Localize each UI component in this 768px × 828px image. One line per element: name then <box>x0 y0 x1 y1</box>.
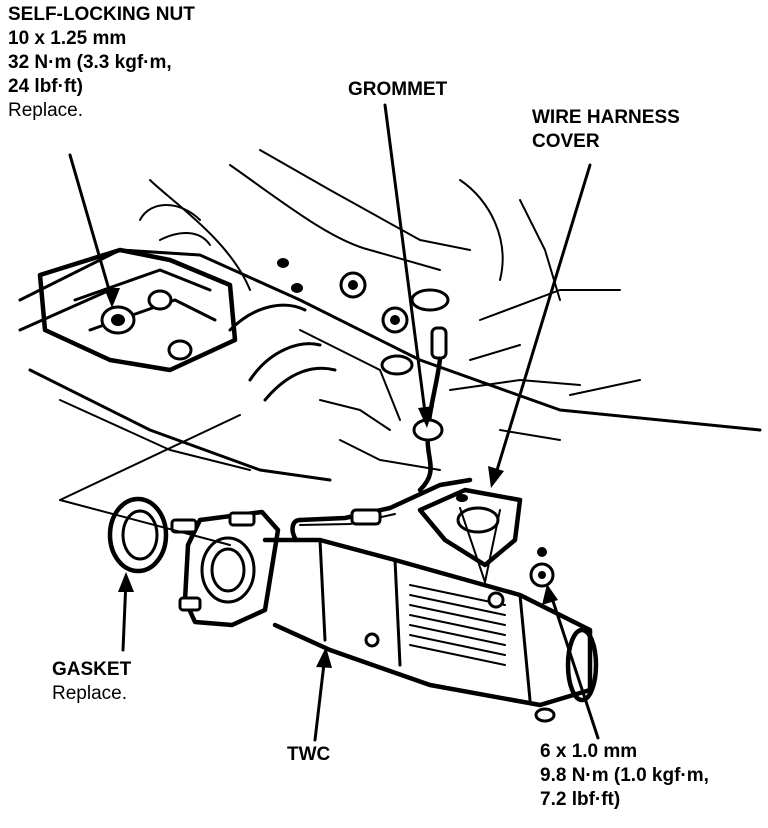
gasket <box>107 496 169 574</box>
gasket-note: Replace. <box>52 683 127 704</box>
bolt-6x1 <box>529 547 555 588</box>
self-locking-nut-label: SELF-LOCKING NUT 10 x 1.25 mm 32 N·m (3.… <box>8 3 195 123</box>
self-locking-nut-torque-line1: 32 N·m (3.3 kgf·m, <box>8 52 172 73</box>
wire-harness-cover-title-line2: COVER <box>532 131 600 152</box>
bolt-torque-line1: 9.8 N·m (1.0 kgf·m, <box>540 765 709 786</box>
self-locking-nut-note: Replace. <box>8 100 83 121</box>
twc-title: TWC <box>287 744 331 765</box>
grommet-title: GROMMET <box>348 79 448 100</box>
bolt-torque-line2: 7.2 lbf·ft) <box>540 789 621 810</box>
self-locking-nut-torque-line2: 24 lbf·ft) <box>8 76 83 97</box>
chassis-background <box>18 149 762 482</box>
grommet-parts <box>339 271 450 493</box>
grommet-label: GROMMET <box>348 78 447 102</box>
gasket-label: GASKET Replace. <box>52 658 131 706</box>
callout-leaders <box>59 103 600 742</box>
gasket-title: GASKET <box>52 659 132 680</box>
front-pipe-heat-shield <box>228 258 441 471</box>
wire-harness-cover <box>417 487 523 568</box>
sensor-wire <box>290 477 473 543</box>
twc-converter <box>170 509 599 723</box>
self-locking-nut-title: SELF-LOCKING NUT <box>8 4 195 25</box>
self-locking-nut-size: 10 x 1.25 mm <box>8 28 127 49</box>
twc-label: TWC <box>287 743 330 767</box>
bolt-size: 6 x 1.0 mm <box>540 741 638 762</box>
wire-harness-cover-title-line1: WIRE HARNESS <box>532 107 680 128</box>
bolt-label: 6 x 1.0 mm 9.8 N·m (1.0 kgf·m, 7.2 lbf·f… <box>540 740 709 812</box>
exhaust-manifold <box>37 247 238 373</box>
wire-harness-cover-label: WIRE HARNESS COVER <box>532 106 680 154</box>
